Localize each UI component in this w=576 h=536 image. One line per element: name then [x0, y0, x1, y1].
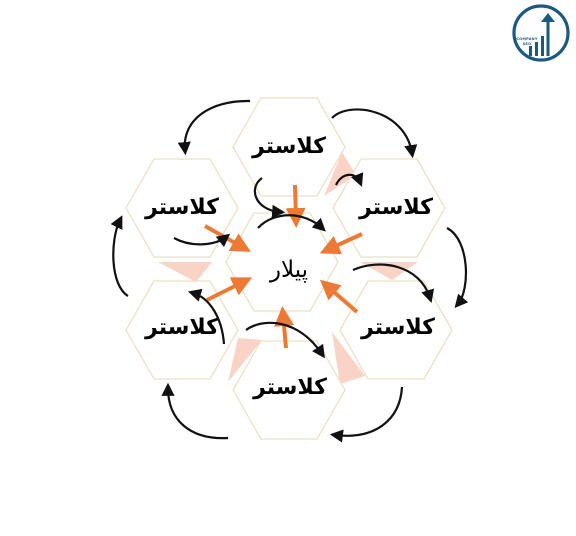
curved-arrow-2 [331, 108, 418, 159]
wedge-bottom-right [332, 332, 365, 384]
logo-ring [512, 4, 570, 62]
cluster-label-top: کلاستر [251, 134, 326, 159]
cluster-label-bottom-left: کلاستر [144, 315, 219, 340]
cluster-label-bottom-right: کلاستر [360, 315, 435, 340]
logo-bar-2 [535, 42, 538, 56]
cluster-label-top-left: کلاستر [144, 195, 219, 220]
wedge-right [360, 262, 418, 280]
curved-arrow-11 [187, 288, 226, 345]
pillar-label: پیلار [269, 257, 308, 283]
curved-arrows [110, 99, 469, 443]
company-logo: COMPANY SEO [512, 4, 570, 62]
logo-text-line1: COMPANY [516, 37, 538, 41]
hexagon-top [232, 97, 346, 197]
curved-arrow-8 [335, 172, 364, 187]
orange-arrow-bottom-left [206, 277, 253, 302]
curved-arrow-12 [173, 233, 231, 248]
wedge-left [158, 262, 212, 282]
hexagon-bottom [232, 340, 346, 440]
curved-arrow-3 [446, 227, 469, 309]
cluster-label-top-right: کلاستر [358, 195, 433, 220]
curved-arrow-4 [329, 386, 404, 443]
wedge-top-right [324, 152, 356, 196]
curved-arrow-9 [352, 263, 435, 304]
hexagon-bottom-right [339, 280, 453, 380]
logo-bar-1 [529, 46, 532, 56]
curved-arrow-7 [257, 214, 326, 232]
logo-text-line2: SEO [523, 42, 532, 46]
curved-arrow-13 [253, 177, 286, 218]
curved-arrow-6 [110, 215, 129, 297]
wedge-bottom-left [228, 338, 262, 382]
hexagon-center [225, 212, 339, 312]
cluster-label-bottom: کلاستر [252, 375, 327, 400]
hexagon-top-left [125, 158, 239, 258]
wedge-fills [158, 152, 418, 384]
curved-arrow-10 [245, 321, 325, 359]
orange-arrow-bottom-right [319, 279, 359, 314]
curved-arrow-5 [161, 382, 229, 440]
orange-arrow-top [285, 184, 306, 228]
logo-bar-3 [541, 36, 544, 56]
logo-arrow-head-icon [541, 13, 555, 22]
orange-arrow-bottom [274, 306, 295, 349]
curved-arrow-1 [177, 99, 251, 156]
orange-arrow-top-right [319, 232, 363, 255]
